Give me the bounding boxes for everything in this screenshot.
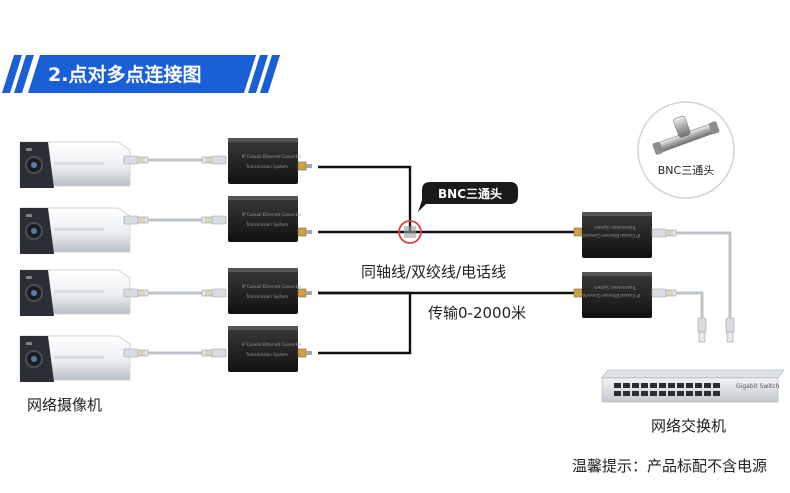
svg-text:IP Coaxial Ethernet Converter: IP Coaxial Ethernet Converter: [242, 284, 302, 289]
svg-text:Transmission System: Transmission System: [245, 222, 288, 227]
bnc-tag-text: BNC三通头: [438, 186, 502, 201]
transmitter-4: IP Coaxial Ethernet Converter Transmissi…: [228, 326, 313, 372]
svg-text:Transmission System: Transmission System: [594, 225, 637, 230]
bnc-tee-marker: [398, 220, 422, 244]
camera-4: [19, 335, 131, 383]
svg-text:IP Coaxial Ethernet Converter: IP Coaxial Ethernet Converter: [242, 154, 302, 159]
power-note: 温馨提示：产品标配不含电源: [572, 457, 767, 475]
camera-label: 网络摄像机: [27, 396, 102, 414]
svg-text:Transmission System: Transmission System: [245, 164, 288, 169]
ethernet-links-left: [123, 155, 227, 358]
svg-text:IP Coaxial Ethernet Converter: IP Coaxial Ethernet Converter: [580, 233, 640, 238]
ethernet-links-right: [651, 228, 735, 343]
transmitter-1: IP Coaxial Ethernet Converter Transmissi…: [228, 138, 313, 184]
svg-text:Transmission System: Transmission System: [245, 294, 288, 299]
receiver-1: IP Coaxial Ethernet Converter Transmissi…: [573, 212, 652, 258]
camera-3: [19, 269, 131, 317]
transmitter-2: IP Coaxial Ethernet Converter Transmissi…: [228, 196, 313, 242]
bnc-tee-callout: BNC三通头: [637, 101, 735, 199]
bnc-callout-label: BNC三通头: [658, 164, 714, 177]
switch-label: 网络交换机: [651, 417, 726, 435]
svg-text:IP Coaxial Ethernet Converter: IP Coaxial Ethernet Converter: [580, 293, 640, 298]
transmitter-3: IP Coaxial Ethernet Converter Transmissi…: [228, 268, 313, 314]
svg-text:Transmission System: Transmission System: [594, 285, 637, 290]
svg-text:IP Coaxial Ethernet Converter: IP Coaxial Ethernet Converter: [242, 342, 302, 347]
switch-brand: Gigabit Switch: [736, 383, 780, 390]
bnc-tee-icon: [652, 115, 720, 155]
title-banner: 2.点对多点连接图: [2, 55, 280, 93]
svg-text:IP Coaxial Ethernet Converter: IP Coaxial Ethernet Converter: [242, 212, 302, 217]
camera-1: [19, 141, 131, 189]
distance-label: 传输0-2000米: [428, 304, 526, 322]
network-switch: Gigabit Switch: [601, 369, 785, 403]
bnc-tag: BNC三通头: [418, 182, 518, 212]
cable-type-label: 同轴线/双绞线/电话线: [361, 263, 506, 281]
switch-ports: [614, 383, 720, 396]
receiver-2: IP Coaxial Ethernet Converter Transmissi…: [573, 272, 652, 318]
coax-lines: [318, 165, 582, 355]
svg-text:Transmission System: Transmission System: [245, 352, 288, 357]
camera-2: [19, 207, 131, 255]
page-title: 2.点对多点连接图: [48, 63, 201, 86]
